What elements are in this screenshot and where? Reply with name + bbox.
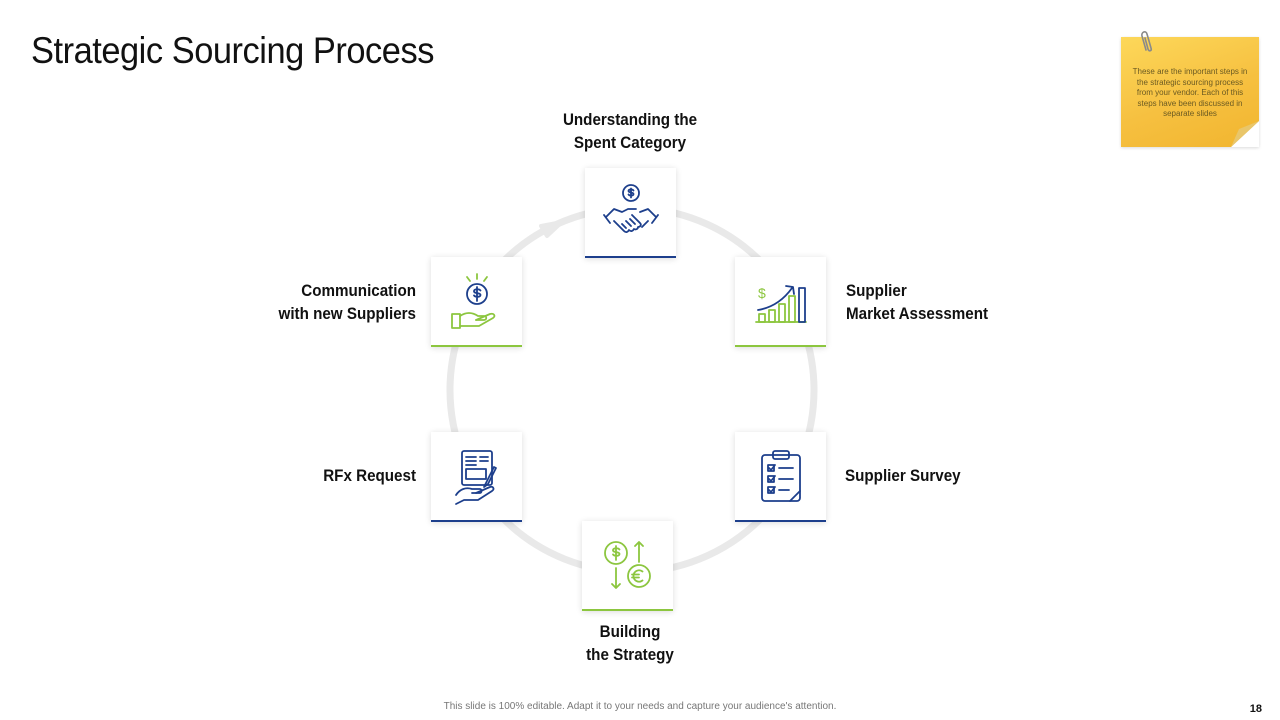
growth-chart-icon: $ [754,285,807,323]
page-number: 18 [1249,703,1262,715]
step-label-line: Understanding the [562,111,698,129]
step-box-communication[interactable] [431,257,522,347]
page-curl-icon [1231,121,1259,147]
step-label-line: the Strategy [586,646,674,664]
step-label-communication: Communication with new Suppliers [232,280,416,326]
footer-note: This slide is 100% editable. Adapt it to… [443,701,837,712]
currency-exchange-icon [603,541,651,589]
step-box-rfx-request[interactable] [431,432,522,522]
step-label-line: Communication [301,282,416,300]
step-box-supplier-survey[interactable] [735,432,826,522]
step-label-line: Spent Category [573,134,687,152]
step-label-line: RFx Request [323,467,416,485]
step-box-market-assessment[interactable]: $ [735,257,826,347]
step-label-rfx-request: RFx Request [232,465,416,488]
coin-hand-icon [450,273,495,329]
step-label-line: Supplier [846,282,907,300]
step-box-spent-category[interactable] [585,168,676,258]
document-hand-icon [454,450,497,505]
svg-text:$: $ [758,285,766,301]
handshake-dollar-icon [602,184,659,233]
slide-title: Strategic Sourcing Process [31,30,434,71]
sticky-note: These are the important steps in the str… [1121,37,1259,147]
step-label-line: Building [599,623,661,641]
step-label-supplier-survey: Supplier Survey [845,465,1029,488]
paperclip-icon [1141,31,1152,52]
step-label-building-strategy: Building the Strategy [538,621,722,667]
step-label-market-assessment: Supplier Market Assessment [846,280,1030,326]
step-label-line: with new Suppliers [278,305,416,323]
step-box-building-strategy[interactable] [582,521,673,611]
step-label-spent-category: Understanding the Spent Category [538,109,722,155]
step-label-line: Supplier Survey [845,467,961,485]
step-label-line: Market Assessment [846,305,989,323]
sticky-note-text: These are the important steps in the str… [1132,67,1248,119]
clipboard-checklist-icon [760,450,801,502]
